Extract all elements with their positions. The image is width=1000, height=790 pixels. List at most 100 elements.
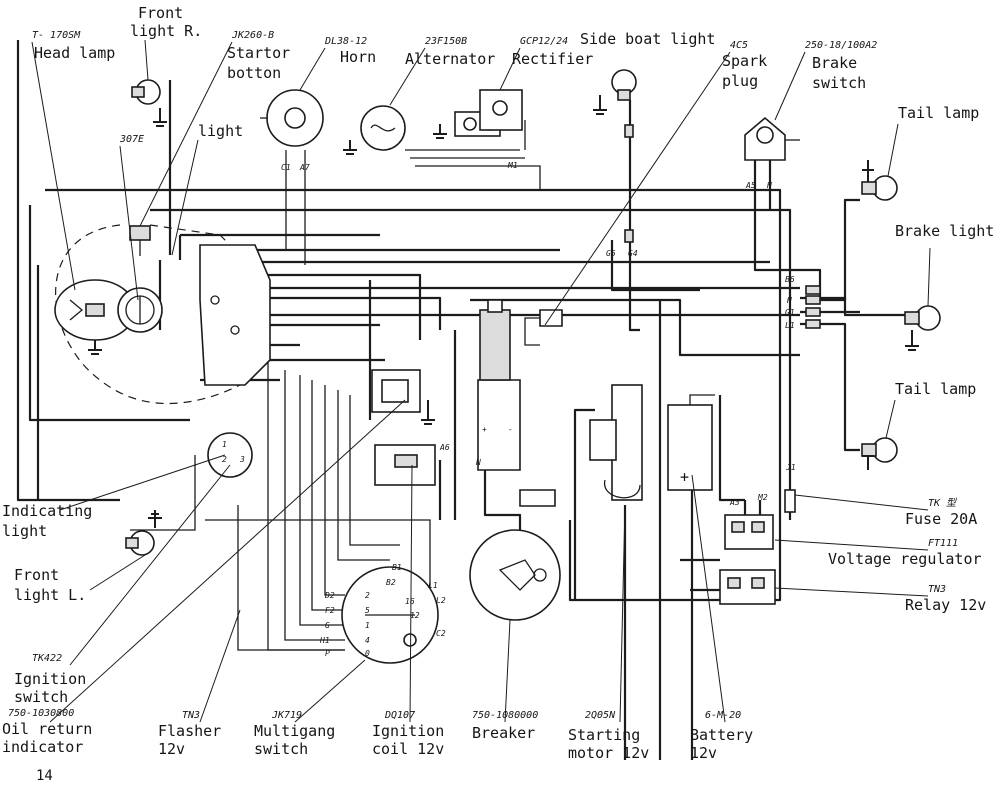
code-speedometer-light: 307E	[119, 134, 144, 145]
side-light-g4: G4	[628, 249, 638, 258]
horn	[260, 89, 324, 147]
label-alternator: Alternator	[405, 50, 495, 68]
code-horn: DL38-12	[324, 36, 367, 47]
indicator-pin-2: 2	[222, 455, 227, 464]
switch-top-l2: L2	[436, 596, 446, 605]
brake-pin-a5: A5	[745, 181, 756, 190]
switch-row-f2: F2	[325, 606, 335, 615]
ignition-coil	[477, 299, 556, 507]
label-ignition-coil-1: Ignition	[372, 722, 444, 740]
label-breaker: Breaker	[472, 724, 535, 742]
harness-h: H	[786, 296, 792, 305]
regulator-a3: A3	[729, 498, 740, 507]
coil-plus: +	[482, 425, 487, 434]
coil-n: N	[475, 458, 481, 467]
label-spark-plug-1: Spark	[722, 52, 767, 70]
code-relay: TN3	[928, 584, 946, 595]
horn-pin-c1: C1	[281, 163, 291, 172]
label-oil-return-1: Oil return	[2, 720, 92, 738]
svg-text:+: +	[680, 468, 689, 486]
label-startor-1: Startor	[227, 44, 290, 62]
head-lamp	[54, 279, 136, 355]
multigang-switch	[341, 566, 439, 664]
breaker	[469, 529, 561, 621]
code-spark-plug: 4C5	[730, 40, 748, 51]
relay	[719, 569, 776, 605]
switch-top-16: 16	[405, 597, 415, 606]
harness-g1: G1	[785, 308, 795, 317]
code-brake-switch: 250-18/100A2	[805, 40, 877, 51]
label-fuse: Fuse 20A	[905, 510, 977, 528]
coil-a6: A6	[439, 443, 450, 452]
switch-pin-5: 5	[365, 606, 370, 615]
switch-pin-1: 1	[365, 621, 370, 630]
label-oil-return-2: indicator	[2, 738, 83, 756]
label-battery-1: Battery	[690, 726, 753, 744]
flasher	[371, 369, 435, 425]
fuse	[784, 489, 796, 513]
switch-row-g: G	[325, 621, 330, 630]
main-connector	[199, 244, 271, 386]
harness-connectors	[805, 285, 821, 329]
code-head-lamp: T- 170SM	[32, 30, 81, 41]
indicating-light-switch	[207, 432, 253, 478]
code-fuse: TK 型	[928, 497, 958, 509]
label-startor-2: botton	[227, 64, 281, 82]
brake-light	[904, 305, 941, 351]
page-number: 14	[36, 768, 53, 784]
code-starting-motor: 2Q05N	[585, 710, 616, 721]
label-front-light-l-2: light L.	[14, 586, 86, 604]
side-boat-light	[593, 69, 637, 243]
label-multigang-1: Multigang	[254, 722, 335, 740]
horn-pin-a7: A7	[299, 163, 310, 172]
switch-top-12: 12	[410, 611, 420, 620]
voltage-regulator	[724, 514, 774, 550]
switch-pin-2: 2	[365, 591, 370, 600]
code-battery: 6-M-20	[705, 710, 741, 721]
label-spark-plug-2: plug	[722, 72, 758, 90]
switch-pin-4: 4	[365, 636, 370, 645]
label-indicating-1: Indicating	[2, 502, 92, 520]
rectifier	[433, 89, 523, 139]
code-startor-button: JK260-B	[231, 30, 274, 41]
code-voltage-regulator: FT111	[928, 538, 958, 549]
label-speedometer-light: light	[198, 122, 243, 140]
label-horn: Horn	[340, 48, 376, 66]
label-voltage-regulator: Voltage regulator	[828, 550, 982, 568]
switch-top-l1: L1	[428, 581, 438, 590]
switch-row-d2: D2	[324, 591, 335, 600]
label-brake-switch-1: Brake	[812, 54, 857, 72]
code-multigang: JK719	[271, 710, 302, 721]
coil-minus: -	[508, 425, 513, 434]
battery: +	[667, 394, 715, 491]
label-starting-motor-2: motor 12v	[568, 744, 649, 762]
side-light-g5: G5	[606, 249, 616, 258]
label-head-lamp: Head lamp	[34, 44, 115, 62]
code-alternator: 23F150B	[425, 36, 467, 47]
label-brake-light: Brake light	[895, 222, 994, 240]
label-side-boat-light: Side boat light	[580, 30, 715, 48]
label-relay: Relay 12v	[905, 596, 986, 614]
switch-row-h1: H1	[319, 636, 330, 645]
indicator-pin-1: 1	[222, 440, 227, 449]
code-flasher: TN3	[182, 710, 200, 721]
starting-motor	[589, 384, 643, 501]
regulator-m2: M2	[757, 493, 768, 502]
code-ignition-switch: TK422	[32, 653, 62, 664]
label-flasher-2: 12v	[158, 740, 185, 758]
label-ignition-switch-2: switch	[14, 688, 68, 706]
brake-switch	[744, 116, 800, 161]
front-light-l	[125, 510, 162, 556]
switch-pin-0: 0	[365, 649, 370, 658]
code-ignition-coil: DQ107	[384, 710, 415, 721]
harness-l1: L1	[785, 321, 795, 330]
code-rectifier: GCP12/24	[520, 36, 568, 47]
switch-top-b2: B2	[386, 578, 396, 587]
label-ignition-coil-2: coil 12v	[372, 740, 444, 758]
code-oil-return: 750-1030800	[8, 708, 74, 719]
label-battery-2: 12v	[690, 744, 717, 762]
oil-return-indicator	[374, 444, 436, 486]
brake-pin-h: H	[766, 181, 772, 190]
harness-b6: B6	[785, 275, 795, 284]
leader-lines	[31, 39, 931, 723]
